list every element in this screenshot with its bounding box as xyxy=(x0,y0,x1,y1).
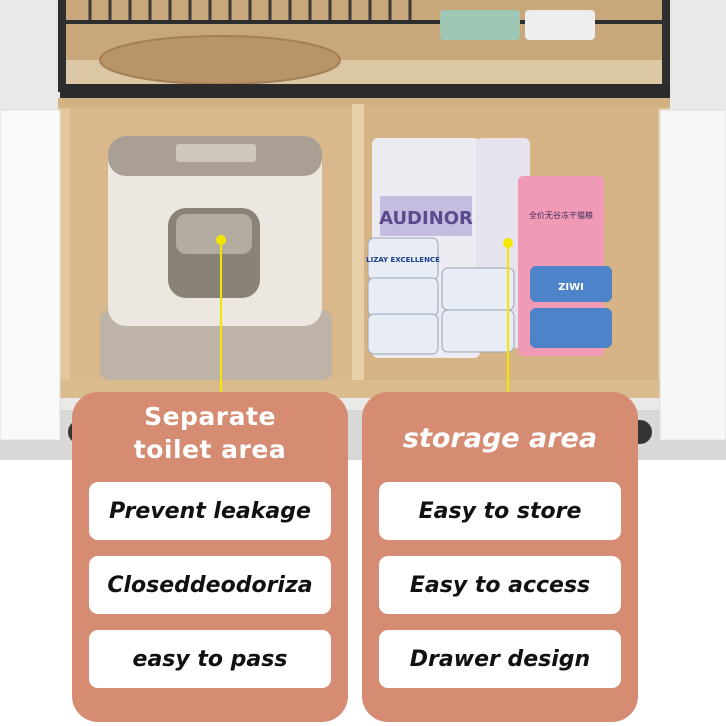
feature-closed-deodorize: Closeddeodoriza xyxy=(89,556,331,614)
toilet-area-panel: Separate toilet area Prevent leakage Clo… xyxy=(72,392,348,722)
can-brand-right: ZIWI xyxy=(558,282,584,293)
feature-easy-to-access: Easy to access xyxy=(379,556,621,614)
toilet-area-title: Separate toilet area xyxy=(72,400,348,466)
storage-area-title: storage area xyxy=(402,423,598,454)
litter-box xyxy=(100,136,332,380)
feature-easy-to-pass: easy to pass xyxy=(89,630,331,688)
callout-markers xyxy=(216,235,513,400)
cage-top xyxy=(58,0,670,98)
food-bag-brand: AUDINOR xyxy=(379,208,473,229)
storage-area-panel: storage area Easy to store Easy to acces… xyxy=(362,392,638,722)
feature-drawer-design: Drawer design xyxy=(379,630,621,688)
can-brand-left: LIZAY EXCELLENCE xyxy=(366,256,440,264)
treat-bag-label: 全价无谷冻干猫粮 xyxy=(529,210,593,220)
product-photo: AUDINOR 全价无谷冻干猫粮 LIZAY EXCELLENCE ZIWI xyxy=(0,0,726,460)
toilet-area-title-line1: Separate xyxy=(144,402,276,431)
feature-easy-to-store: Easy to store xyxy=(379,482,621,540)
feature-prevent-leakage: Prevent leakage xyxy=(89,482,331,540)
toilet-area-title-line2: toilet area xyxy=(133,435,287,464)
